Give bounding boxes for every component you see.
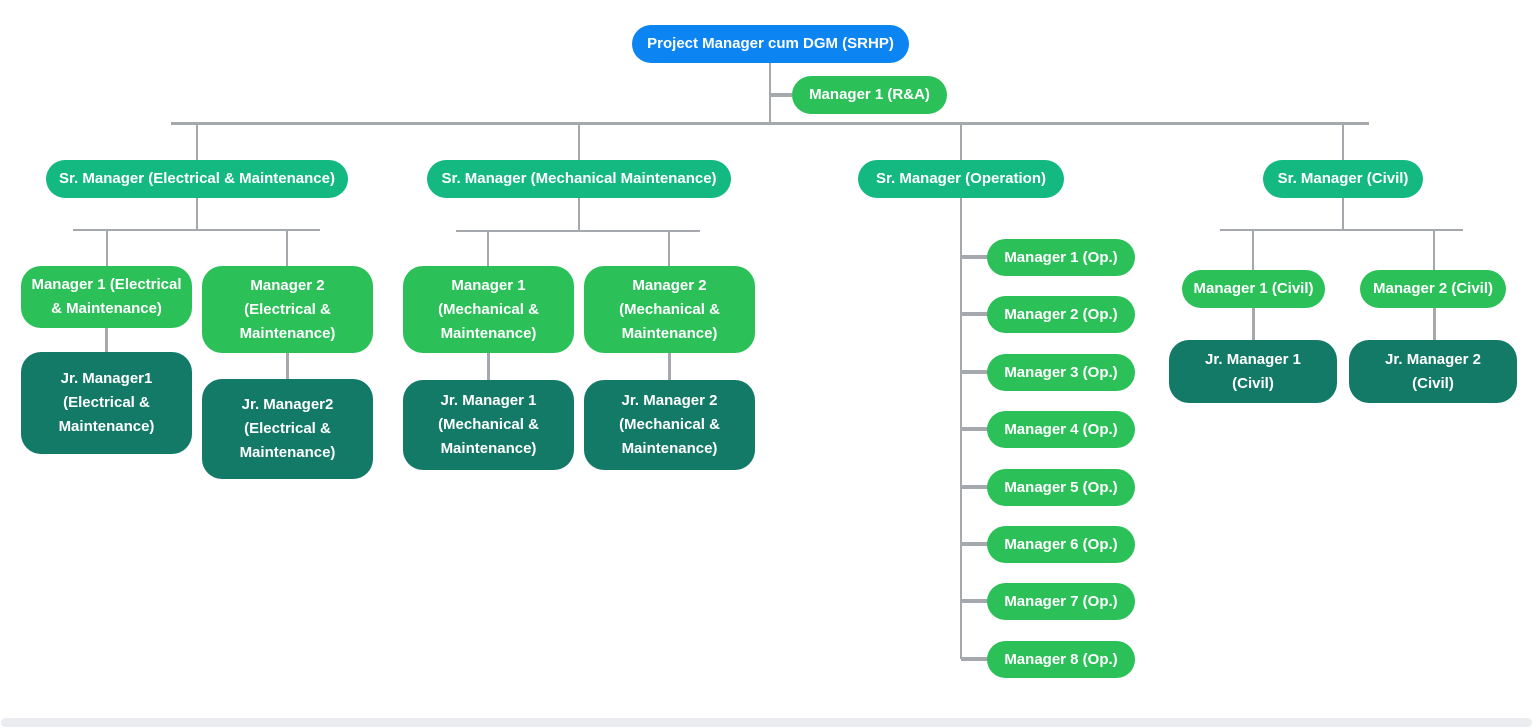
node-manager-2-mechanical[interactable]: Manager 2 (Mechanical & Maintenance) (584, 266, 755, 353)
connector-civil-span (1220, 229, 1463, 231)
node-jr-manager-2-electrical[interactable]: Jr. Manager2 (Electrical & Maintenance) (202, 379, 373, 479)
connector-op-stub-2 (961, 312, 988, 316)
connector-op-stub-6 (961, 542, 988, 546)
node-project-manager-dgm[interactable]: Project Manager cum DGM (SRHP) (632, 25, 909, 63)
connector-mechanical-drop-2 (668, 232, 670, 266)
node-sr-manager-civil[interactable]: Sr. Manager (Civil) (1263, 160, 1423, 198)
connector-electrical-span (73, 229, 320, 231)
connector-electrical-junior-link-2 (286, 353, 289, 379)
node-manager-4-op[interactable]: Manager 4 (Op.) (987, 411, 1135, 448)
connector-civil-drop-2 (1433, 231, 1435, 270)
connector-op-stub-3 (961, 370, 988, 374)
node-sr-manager-operation[interactable]: Sr. Manager (Operation) (858, 160, 1064, 198)
connector-main-span (171, 122, 1369, 125)
node-sr-manager-mechanical[interactable]: Sr. Manager (Mechanical Maintenance) (427, 160, 731, 198)
node-manager-1-mechanical[interactable]: Manager 1 (Mechanical & Maintenance) (403, 266, 574, 353)
connector-civil-trunk (1342, 198, 1344, 229)
node-jr-manager-1-civil[interactable]: Jr. Manager 1 (Civil) (1169, 340, 1337, 403)
connector-op-stub-7 (961, 599, 988, 603)
node-manager-2-op[interactable]: Manager 2 (Op.) (987, 296, 1135, 333)
connector-assistant-stub (769, 93, 792, 97)
node-jr-manager-1-electrical[interactable]: Jr. Manager1 (Electrical & Maintenance) (21, 352, 192, 454)
connector-civil-junior-link-2 (1433, 308, 1436, 340)
connector-drop-operation (960, 125, 962, 160)
connector-drop-electrical (196, 125, 198, 160)
node-manager-1-civil[interactable]: Manager 1 (Civil) (1182, 270, 1325, 308)
node-manager-1-electrical[interactable]: Manager 1 (Electrical & Maintenance) (21, 266, 192, 328)
node-manager-1-op[interactable]: Manager 1 (Op.) (987, 239, 1135, 276)
connector-electrical-trunk (196, 198, 198, 229)
connector-civil-drop-1 (1252, 231, 1254, 270)
connector-electrical-drop-1 (106, 231, 108, 266)
node-manager-8-op[interactable]: Manager 8 (Op.) (987, 641, 1135, 678)
connector-op-stub-8 (961, 657, 988, 661)
node-jr-manager-2-mechanical[interactable]: Jr. Manager 2 (Mechanical & Maintenance) (584, 380, 755, 470)
node-manager-5-op[interactable]: Manager 5 (Op.) (987, 469, 1135, 506)
connector-root-trunk (769, 63, 771, 122)
node-manager-3-op[interactable]: Manager 3 (Op.) (987, 354, 1135, 391)
connector-mechanical-junior-link-2 (668, 353, 671, 380)
node-manager-7-op[interactable]: Manager 7 (Op.) (987, 583, 1135, 620)
connector-mechanical-junior-link-1 (487, 353, 490, 380)
node-jr-manager-1-mechanical[interactable]: Jr. Manager 1 (Mechanical & Maintenance) (403, 380, 574, 470)
connector-mechanical-span (456, 230, 700, 232)
connector-mechanical-drop-1 (487, 232, 489, 266)
node-sr-manager-electrical[interactable]: Sr. Manager (Electrical & Maintenance) (46, 160, 348, 198)
connector-drop-mechanical (578, 125, 580, 160)
connector-op-stub-1 (961, 255, 988, 259)
node-manager-2-civil[interactable]: Manager 2 (Civil) (1360, 270, 1506, 308)
node-manager-2-electrical[interactable]: Manager 2 (Electrical & Maintenance) (202, 266, 373, 353)
node-manager-6-op[interactable]: Manager 6 (Op.) (987, 526, 1135, 563)
connector-op-stub-5 (961, 485, 988, 489)
connector-mechanical-trunk (578, 198, 580, 230)
connector-op-stub-4 (961, 427, 988, 431)
connector-drop-civil (1342, 125, 1344, 160)
node-manager-1-ra[interactable]: Manager 1 (R&A) (792, 76, 947, 114)
connector-electrical-drop-2 (286, 231, 288, 266)
connector-civil-junior-link-1 (1252, 308, 1255, 340)
connector-electrical-junior-link-1 (105, 328, 108, 352)
horizontal-scrollbar[interactable] (1, 718, 1532, 727)
node-jr-manager-2-civil[interactable]: Jr. Manager 2 (Civil) (1349, 340, 1517, 403)
